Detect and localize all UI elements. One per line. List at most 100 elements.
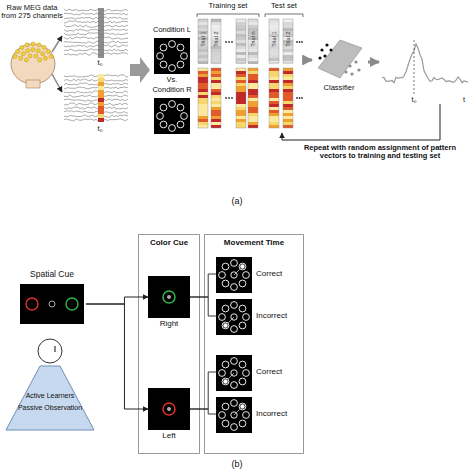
pattern-cell — [248, 49, 258, 52]
pattern-cell — [198, 101, 208, 104]
pattern-cell — [248, 74, 258, 77]
person-head — [38, 339, 62, 363]
feedback-arrow — [282, 104, 440, 140]
pattern-vector — [236, 19, 246, 63]
pattern-cell — [283, 19, 293, 22]
pattern-cell — [236, 49, 246, 52]
ellipsis-dot — [301, 41, 303, 43]
annotation-label: t — [458, 96, 470, 104]
pattern-cell — [211, 28, 221, 31]
screen-square — [148, 388, 190, 430]
pattern-cell — [236, 80, 246, 83]
sensor-dot — [34, 54, 38, 58]
target-circle — [222, 361, 229, 368]
pattern-cell — [236, 122, 246, 125]
target-circle — [169, 41, 176, 48]
ellipsis-dot — [296, 97, 298, 99]
pattern-vector — [269, 19, 279, 63]
pattern-cell — [211, 49, 221, 52]
pattern-cell — [236, 31, 246, 34]
fixation-circle — [49, 301, 55, 307]
trace-line — [64, 83, 128, 85]
sensor-dot — [25, 43, 29, 47]
trace-line — [64, 49, 128, 51]
node-label: Left — [148, 432, 190, 441]
target-circle — [231, 302, 238, 309]
pattern-cell — [236, 19, 246, 22]
target-circle — [157, 53, 164, 60]
pattern-cell — [236, 95, 246, 98]
pattern-cell — [269, 68, 279, 71]
pattern-cell — [236, 104, 246, 107]
connector — [304, 59, 312, 62]
target-circle — [231, 424, 238, 431]
trace-line — [64, 79, 128, 81]
phase-box: Movement TimeCorrectIncorrectCorrectInco… — [204, 234, 304, 454]
target-circle — [222, 280, 229, 287]
target-circle — [239, 322, 246, 329]
accuracy-plot — [382, 40, 468, 94]
screen-square — [154, 38, 190, 74]
pattern-cell — [248, 125, 258, 128]
pattern-cell — [198, 125, 208, 128]
trace-line — [64, 111, 128, 113]
pattern-cell — [211, 89, 221, 92]
node-label: Right — [148, 320, 190, 329]
node-label: Incorrect — [256, 410, 300, 419]
pattern-cell — [283, 61, 293, 64]
time-band — [98, 110, 104, 114]
screen-square — [216, 257, 252, 293]
pattern-cell — [198, 52, 208, 55]
target-circle — [239, 378, 246, 385]
pattern-cell — [248, 80, 258, 83]
node-label: Incorrect — [256, 312, 300, 321]
fixation-dot — [167, 295, 171, 299]
pattern-cell — [283, 74, 293, 77]
pattern-cell — [198, 49, 208, 52]
pattern-cell — [236, 68, 246, 71]
cursor-dot — [240, 404, 244, 408]
pattern-cell — [283, 77, 293, 80]
annotation-label: Vs. — [150, 76, 194, 84]
target-circle — [231, 326, 238, 333]
screen-square — [216, 355, 252, 391]
ellipsis-dot — [225, 97, 227, 99]
annotation-label: Active Learners — [4, 392, 96, 400]
pattern-cell — [269, 19, 279, 22]
pattern-cell — [283, 22, 293, 25]
sensor-dot — [28, 54, 32, 58]
pattern-cell — [283, 125, 293, 128]
target-circle — [177, 61, 184, 68]
pattern-cell — [236, 113, 246, 116]
pattern-cell — [248, 95, 258, 98]
pattern-cell — [269, 49, 279, 52]
pattern-cell — [248, 55, 258, 58]
pattern-cell — [269, 74, 279, 77]
classifier-plane: Classifier — [312, 36, 366, 98]
annotation-label: (b) — [222, 459, 252, 469]
pattern-cell — [236, 71, 246, 74]
pattern-cell — [198, 71, 208, 74]
training-matrix-shape — [196, 2, 260, 130]
node-label: Correct — [256, 270, 300, 279]
pattern-cell — [236, 125, 246, 128]
annotation-label: Raw MEG data from 275 channels — [0, 4, 64, 21]
set-bracket — [197, 14, 198, 17]
time-band — [98, 106, 104, 110]
pattern-cell — [198, 74, 208, 77]
annotation-label: Trial 1 — [271, 19, 277, 59]
pattern-cell — [211, 122, 221, 125]
pattern-cell — [236, 22, 246, 25]
target-circle — [222, 420, 229, 427]
pattern-cell — [269, 116, 279, 119]
test-matrix-shape — [264, 2, 304, 130]
pattern-cell — [198, 58, 208, 61]
class-dot — [320, 48, 323, 51]
cue-circle — [163, 291, 175, 303]
trace-line — [64, 33, 128, 35]
annotation-label: t₀ — [92, 59, 108, 67]
pattern-cell — [283, 92, 293, 95]
set-bracket — [259, 14, 260, 17]
pattern-vector — [211, 19, 221, 63]
